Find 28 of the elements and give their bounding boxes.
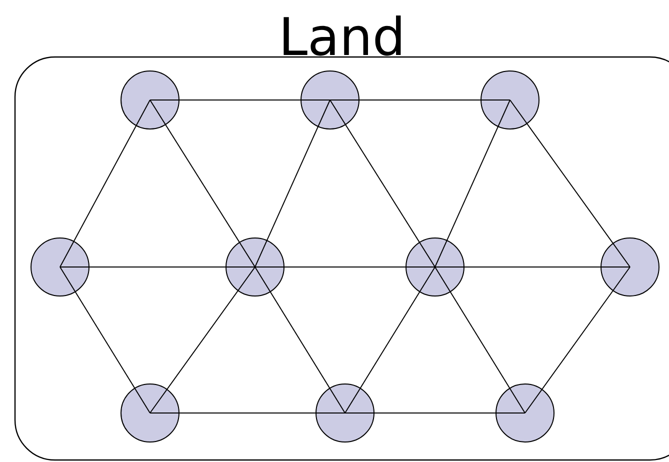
circle-node: [120, 70, 180, 130]
connector-line: [254, 100, 330, 268]
circle-node: [226, 238, 284, 296]
connector-line: [60, 266, 256, 268]
connector-line: [60, 266, 150, 414]
circle-node: [496, 384, 554, 442]
connector-line: [150, 100, 256, 268]
connector-line: [434, 266, 630, 268]
connector-line: [510, 100, 630, 268]
connector-line: [254, 266, 346, 414]
connector-line: [60, 100, 150, 268]
connector-line: [254, 266, 436, 268]
circle-node: [480, 70, 540, 130]
circle-node: [600, 238, 660, 296]
connector-line: [150, 266, 256, 414]
connector-line: [434, 266, 526, 414]
connector-line: [344, 412, 526, 414]
circle-node: [316, 384, 374, 442]
circle-node: [30, 238, 90, 296]
circle-node: [406, 238, 464, 296]
box-title: Land: [284, 16, 401, 56]
connector-line: [434, 100, 510, 268]
connector-line: [330, 100, 436, 268]
circle-node: [120, 384, 180, 442]
connector-line: [150, 412, 346, 414]
connector-line: [524, 266, 630, 414]
connector-line: [344, 266, 436, 414]
circle-node: [300, 70, 360, 130]
